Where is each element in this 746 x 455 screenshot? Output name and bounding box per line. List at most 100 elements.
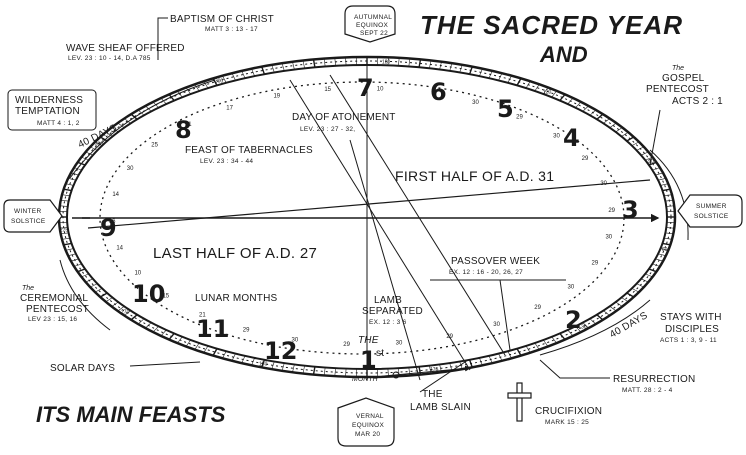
rim-tick [636, 146, 644, 151]
autumnal-line1: AUTUMNAL [354, 14, 392, 21]
rim-tick [582, 322, 589, 329]
rim-tick [261, 66, 266, 75]
rim-tick [312, 59, 316, 68]
rim-tick [241, 70, 246, 79]
lamb-slain-leader [419, 359, 469, 393]
rim-tick [345, 57, 347, 66]
solar-day-number: 60 [662, 247, 668, 253]
crucifixion-ref: MARK 15 : 25 [545, 419, 589, 426]
rim-tick [94, 141, 103, 146]
orbit-day-number: 29 [534, 305, 541, 311]
rim-tick [387, 57, 389, 66]
lunar-months-label: LUNAR MONTHS [195, 293, 278, 304]
rim-tick [59, 205, 68, 207]
rim-tick [345, 368, 347, 377]
month-8: 8 [175, 116, 192, 144]
orbit-day-number: 30 [292, 337, 299, 343]
rim-tick [99, 292, 108, 298]
solar-day-number: 90 [648, 159, 654, 165]
rim-tick [534, 84, 540, 92]
rim-tick [559, 332, 566, 341]
ceremonial-label: CEREMONIAL [20, 293, 88, 304]
ceremonial-ref: LEV 23 : 15, 16 [28, 316, 77, 323]
orbit-day-number: 21 [199, 313, 206, 319]
rim-tick [655, 172, 664, 176]
rim-tick [312, 366, 316, 375]
rim-tick [603, 310, 610, 316]
winter-solstice-badge: WINTER SOLSTICE [3, 199, 63, 233]
rim-tick [334, 57, 336, 66]
rim-tick [488, 70, 493, 79]
rim-tick [418, 366, 422, 375]
tabernacles-label: FEAST OF TABERNACLES [185, 145, 313, 156]
rim-tick [302, 365, 305, 374]
orbit-day-number: 29 [343, 342, 350, 348]
rim-tick [645, 273, 653, 278]
rim-tick [231, 73, 236, 81]
rim-tick [640, 151, 649, 156]
rim-tick [168, 93, 175, 102]
orbit-day-number: 29 [592, 261, 599, 267]
rim-tick [241, 355, 246, 364]
title-main: THE SACRED YEAR [420, 10, 683, 40]
rim-tick [124, 310, 131, 316]
rim-ticks [59, 57, 675, 377]
summer-line1: SUMMER [696, 203, 727, 210]
resurrection-ref: MATT. 28 : 2 - 4 [622, 387, 673, 394]
rim-tick [615, 301, 623, 307]
rim-tick [212, 78, 218, 86]
solar-day-number: 120 [543, 89, 552, 95]
solar-day-number: 180 [259, 362, 268, 368]
rim-tick [589, 318, 597, 325]
rim-tick [231, 353, 236, 361]
rim-tick [652, 263, 660, 267]
orbit-day-number: 17 [226, 105, 233, 111]
rim-tick [111, 301, 119, 307]
orbit-day-number: 30 [605, 235, 612, 241]
rim-tick [665, 232, 674, 234]
rim-tick [281, 363, 285, 371]
gospel-ref: ACTS 2 : 1 [672, 96, 723, 107]
rim-tick [105, 297, 113, 303]
rim-tick [63, 242, 72, 246]
rim-tick [203, 81, 209, 89]
rim-tick [185, 339, 191, 347]
rim-tick [130, 113, 138, 120]
orbit-day-number: 10 [134, 271, 141, 277]
rim-tick [85, 278, 94, 283]
rim-tick [559, 93, 566, 102]
rim-tick [74, 167, 82, 171]
rim-tick [323, 367, 326, 376]
winter-line2: SOLSTICE [11, 218, 46, 225]
diagonal-line-1 [289, 79, 471, 371]
the-label: THE [358, 335, 379, 346]
month-numbers: 7 6 5 4 3 2 8 9 10 11 12 [100, 74, 639, 365]
orbit-day-number: 30 [472, 100, 479, 106]
title-and: AND [539, 42, 588, 67]
rim-tick [203, 345, 209, 353]
rim-tick [408, 367, 411, 376]
month-5: 5 [497, 95, 514, 123]
rim-tick [281, 63, 285, 71]
rim-tick [90, 146, 98, 151]
wave-sheaf-label: WAVE SHEAF OFFERED [66, 43, 185, 54]
orbit-day-number: 16 [109, 219, 116, 225]
rim-tick [408, 58, 411, 67]
month-arrow [383, 365, 471, 377]
vernal-line1: VERNAL [356, 413, 384, 420]
rim-tick [292, 61, 295, 70]
wilderness-line1: WILDERNESS [15, 95, 83, 106]
rim-tick [77, 268, 86, 273]
solar-day-number: 300 [215, 79, 224, 85]
rim-tick [61, 237, 70, 240]
rim-tick [596, 113, 604, 120]
stays-label-1: STAYS WITH [660, 312, 722, 323]
ceremonial-pentecost: PENTECOST [26, 304, 89, 315]
rim-tick [194, 342, 200, 350]
gospel-the: The [672, 65, 684, 72]
rim-tick [429, 60, 432, 69]
forty-days-arc-bottom [539, 299, 651, 356]
wilderness-box [7, 89, 97, 131]
rim-tick [498, 73, 503, 81]
